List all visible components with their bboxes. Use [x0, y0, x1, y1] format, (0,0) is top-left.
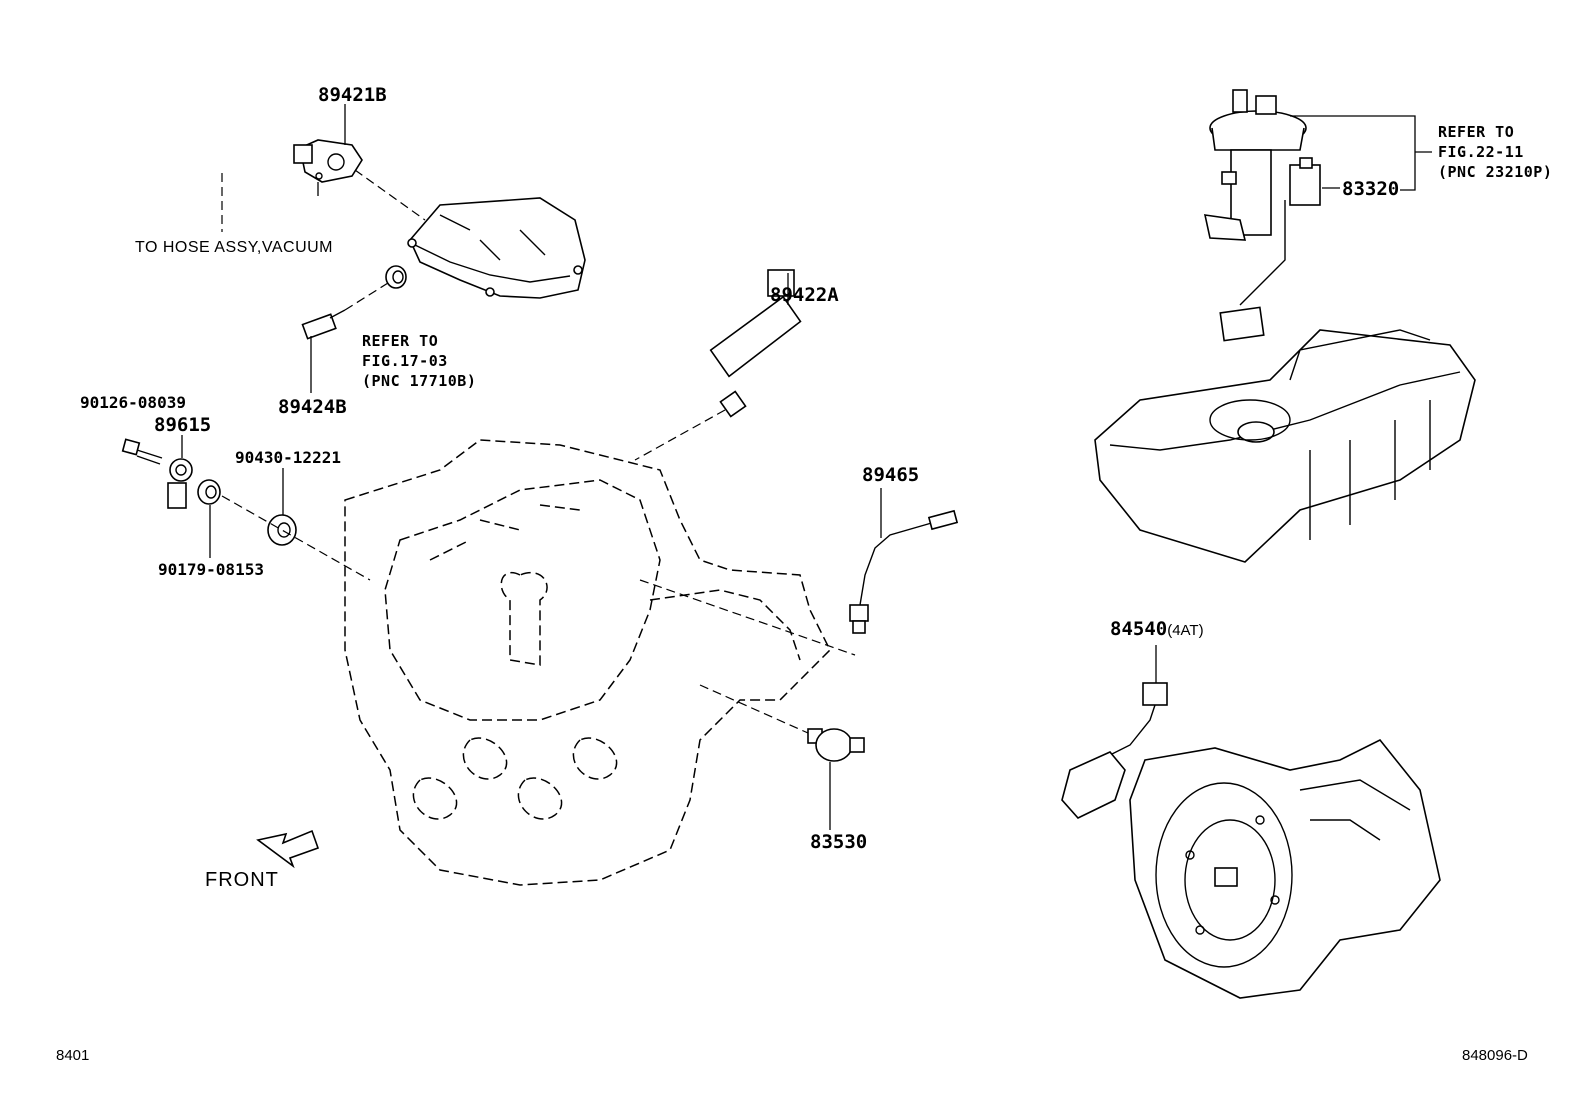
footer-drawing-code: 848096-D: [1462, 1047, 1528, 1064]
label-ref17-line2: FIG.17-03: [362, 352, 448, 370]
dash-83530: [699, 684, 809, 734]
gasket-90430: [267, 514, 297, 546]
transmission-assy: [1129, 738, 1441, 999]
label-ref17-line1: REFER TO: [362, 332, 439, 350]
label-89424B: 89424B: [278, 396, 347, 418]
intake-manifold-cover: [407, 197, 586, 299]
dash-89421B: [354, 169, 426, 221]
oxygen-sensor-89465: [849, 509, 959, 634]
label-front: FRONT: [205, 869, 279, 891]
dash-knock: [221, 495, 371, 581]
label-89421B: 89421B: [318, 84, 387, 106]
label-90430-12221: 90430-12221: [235, 448, 341, 467]
fuel-tank: [1094, 329, 1476, 563]
label-83530: 83530: [810, 831, 868, 853]
label-ref17-line3: (PNC 17710B): [362, 372, 477, 390]
knock-sensor-89615: [167, 458, 193, 509]
label-84540-suffix: (4AT): [1167, 622, 1204, 639]
label-89422A: 89422A: [770, 284, 839, 306]
sender-83320: [1289, 157, 1321, 206]
fuel-pump-assy: [1203, 89, 1307, 342]
leader-ref22: [1290, 115, 1416, 191]
bolt-90126: [121, 438, 163, 465]
map-sensor-89421B: [293, 139, 363, 196]
label-89465: 89465: [862, 464, 920, 486]
label-ref22-line1: REFER TO: [1438, 123, 1515, 141]
oil-pressure-switch-83530: [807, 728, 865, 762]
dash-89465: [639, 579, 856, 656]
engine-block: [344, 439, 831, 886]
label-89615: 89615: [154, 414, 212, 436]
label-83320: 83320: [1342, 178, 1400, 200]
label-90179-08153: 90179-08153: [158, 560, 264, 579]
dash-89422A: [634, 409, 726, 461]
dash-89424B: [344, 282, 389, 311]
sensor-89422A: [709, 269, 802, 418]
label-84540: 84540(4AT): [1110, 620, 1204, 639]
label-84540-number: 84540: [1110, 618, 1168, 640]
grommet: [385, 265, 407, 289]
label-ref22-line2: FIG.22-11: [1438, 143, 1524, 161]
front-arrow-icon: [256, 829, 320, 869]
footer-figure-number: 8401: [56, 1047, 90, 1064]
label-hose-vacuum: TO HOSE ASSY,VACUUM: [135, 239, 333, 256]
label-90126-08039: 90126-08039: [80, 393, 186, 412]
nut-90179: [197, 479, 221, 505]
label-ref22-line3: (PNC 23210P): [1438, 163, 1553, 181]
neutral-start-switch-84540: [1061, 682, 1168, 819]
sensor-89424B: [301, 309, 346, 340]
